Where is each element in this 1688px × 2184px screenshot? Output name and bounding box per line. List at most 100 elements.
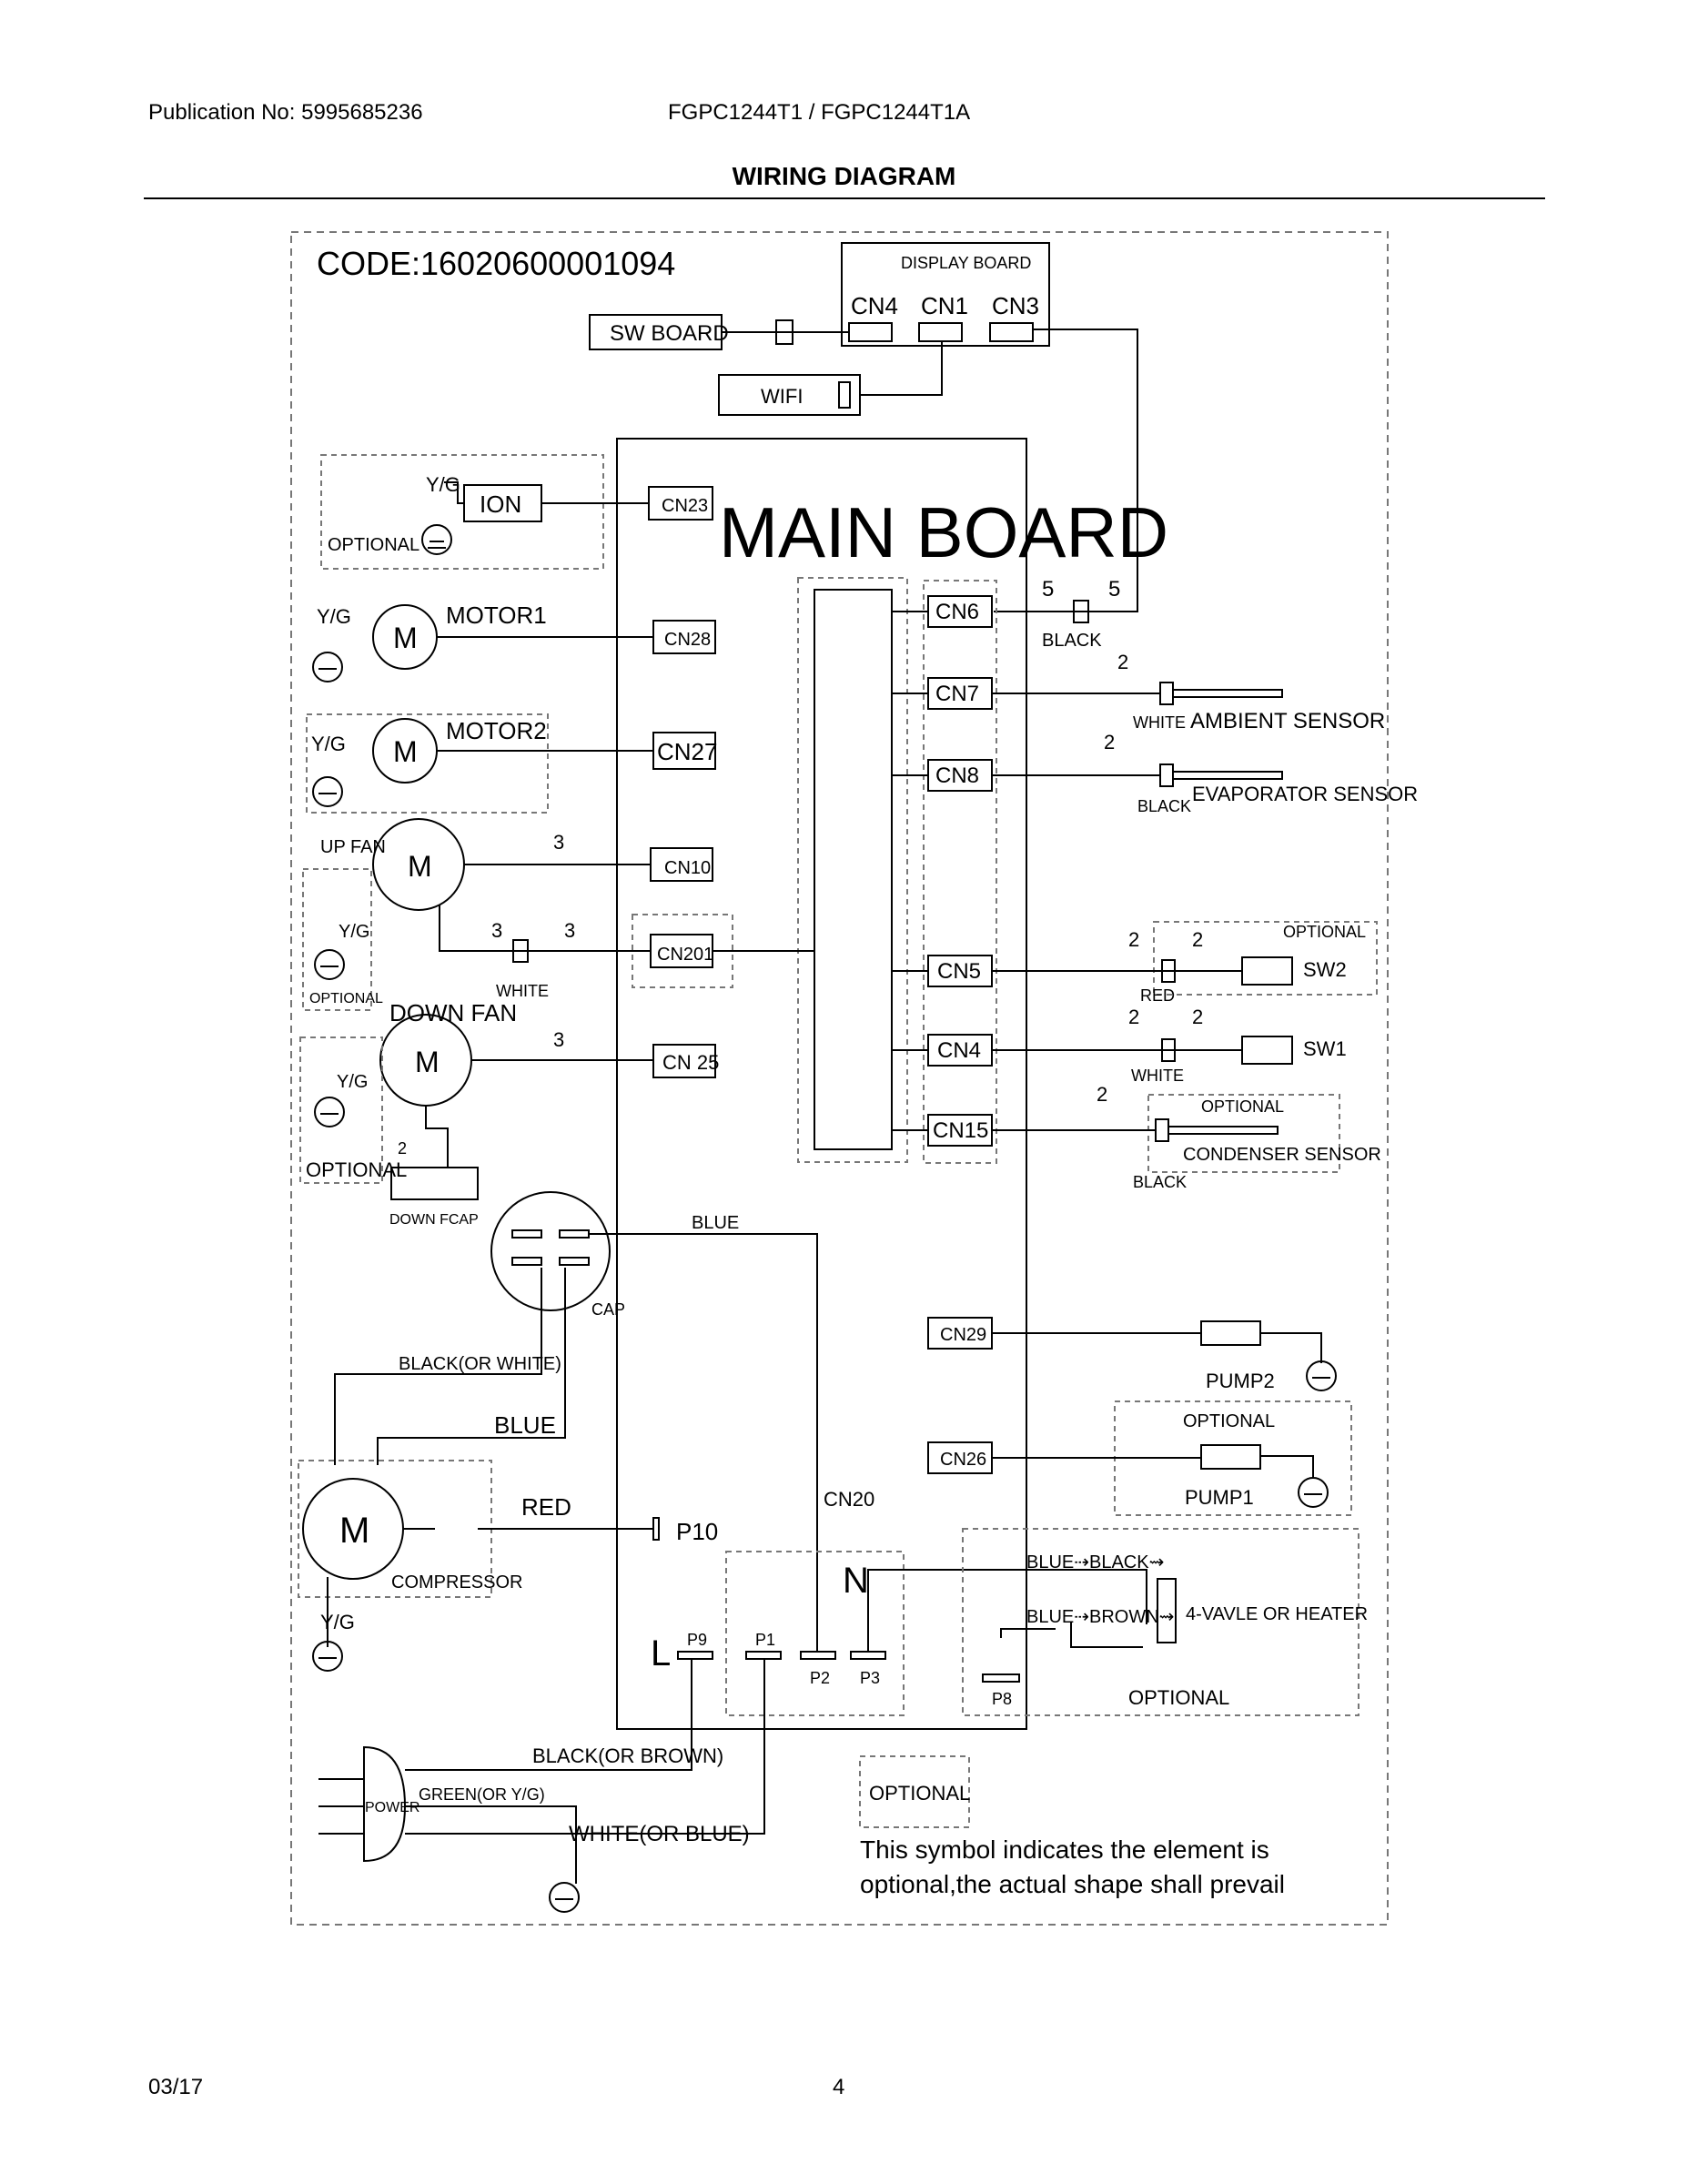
wire-color-white: WHITE [1133,713,1186,732]
connector-cn201: CN201 [657,945,713,965]
wire-count-3: 3 [564,919,575,942]
wire-count-2: 2 [1192,928,1203,951]
wire-color-red: RED [521,1493,571,1521]
legend-optional-label: OPTIONAL [869,1782,970,1805]
cap-label: CAP [591,1300,625,1319]
up-fan-symbol: M [408,850,432,883]
wire-count-2: 2 [1117,651,1128,673]
connector-cn28: CN28 [664,630,711,650]
optional-label: OPTIONAL [1183,1411,1275,1431]
connector-cn5: CN5 [937,959,981,984]
compressor-label: COMPRESSOR [391,1572,522,1592]
main-board-label: MAIN BOARD [719,492,1168,572]
optional-label: OPTIONAL [306,1158,407,1181]
down-fcap-label: DOWN FCAP [389,1212,479,1228]
wire-color-white: WHITE [1131,1067,1184,1085]
connector-cn15: CN15 [933,1118,988,1143]
page-number: 4 [833,2075,845,2099]
motor1-symbol: M [393,622,418,654]
wire-count-3: 3 [553,831,564,854]
diagram-code: CODE:16020600001094 [317,245,675,282]
wire-count-2: 2 [1128,928,1139,951]
up-fan-label: UP FAN [320,837,386,857]
compressor-symbol: M [339,1511,369,1551]
wire-count-5: 5 [1042,577,1054,602]
wifi-label: WIFI [761,385,803,408]
terminal-p9: P9 [687,1631,707,1649]
down-fan-label: DOWN FAN [389,999,517,1026]
connector-cn27: CN27 [657,738,717,765]
legend-text-line1: This symbol indicates the element is [860,1835,1269,1864]
ambient-sensor-label: AMBIENT SENSOR [1190,709,1385,733]
motor1-label: MOTOR1 [446,602,547,629]
connector-cn7: CN7 [935,682,979,706]
terminal-p2: P2 [810,1669,830,1687]
connector-cn1: CN1 [921,292,968,319]
page-title: WIRING DIAGRAM [732,162,956,190]
connector-cn23: CN23 [662,496,708,516]
yg-label: Y/G [339,922,369,942]
terminal-n: N [843,1561,869,1601]
wire-count-3: 3 [553,1028,564,1051]
sw1-label: SW1 [1303,1037,1347,1060]
header-rule [144,197,1545,199]
model-numbers: FGPC1244T1 / FGPC1244T1A [668,100,971,125]
connector-cn25: CN 25 [662,1051,719,1074]
valve-label: 4-VAVLE OR HEATER [1186,1604,1368,1624]
optional-label: OPTIONAL [309,991,383,1006]
motor2-symbol: M [393,735,418,768]
evaporator-sensor-label: EVAPORATOR SENSOR [1192,783,1418,805]
pump2-label: PUMP2 [1206,1370,1275,1392]
connector-cn4: CN4 [937,1038,981,1063]
yg-label: Y/G [426,473,460,496]
wire-color-blue: BLUE [692,1213,739,1233]
ion-label: ION [480,490,521,518]
wire-color-black-or-brown: BLACK(OR BROWN) [532,1744,723,1767]
display-board-label: DISPLAY BOARD [901,254,1031,272]
sw-board-label: SW BOARD [610,321,729,346]
wire-count-2: 2 [1097,1083,1107,1106]
down-fan-symbol: M [415,1046,440,1078]
wire-color-blue-black: BLUE⇢BLACK⇝ [1026,1552,1164,1572]
yg-label: Y/G [317,605,351,628]
wire-color-black: BLACK [1042,631,1102,651]
yg-label: Y/G [320,1611,355,1633]
power-label: POWER [365,1800,419,1815]
wire-color-blue: BLUE [494,1411,556,1439]
optional-label: OPTIONAL [1283,923,1366,941]
optional-label: OPTIONAL [1128,1686,1229,1709]
wire-color-green-or-yg: GREEN(OR Y/G) [419,1785,545,1804]
connector-cn3: CN3 [992,292,1039,319]
footer-date: 03/17 [148,2075,204,2099]
connector-cn29: CN29 [940,1325,986,1345]
wire-count-5: 5 [1108,577,1120,602]
wire-count-2: 2 [1192,1006,1203,1028]
yg-label: Y/G [311,733,346,755]
wire-color-red: RED [1140,986,1175,1005]
connector-cn4-display: CN4 [851,292,898,319]
connector-cn20: CN20 [824,1488,874,1511]
sw2-label: SW2 [1303,958,1347,981]
wire-color-black: BLACK [1137,797,1191,815]
motor2-label: MOTOR2 [446,717,547,744]
wire-color-white: WHITE [496,982,549,1000]
publication-number: Publication No: 5995685236 [148,100,423,125]
wire-count-2: 2 [398,1139,407,1158]
wire-count-2: 2 [1128,1006,1139,1028]
yg-label: Y/G [337,1072,368,1092]
legend-text-line2: optional,the actual shape shall prevail [860,1870,1285,1898]
wire-count-2: 2 [1104,731,1115,753]
terminal-p3: P3 [860,1669,880,1687]
wire-count-3: 3 [491,919,502,942]
terminal-p1: P1 [755,1631,775,1649]
terminal-p8: P8 [992,1690,1012,1708]
wire-color-white-or-blue: WHITE(OR BLUE) [569,1822,750,1846]
wire-color-black-or-white: BLACK(OR WHITE) [399,1354,561,1374]
wire-color-black: BLACK [1133,1173,1187,1191]
terminal-p10: P10 [676,1518,718,1545]
connector-cn6: CN6 [935,600,979,624]
pump1-label: PUMP1 [1185,1486,1254,1509]
connector-cn26: CN26 [940,1450,986,1470]
connector-cn8: CN8 [935,763,979,788]
